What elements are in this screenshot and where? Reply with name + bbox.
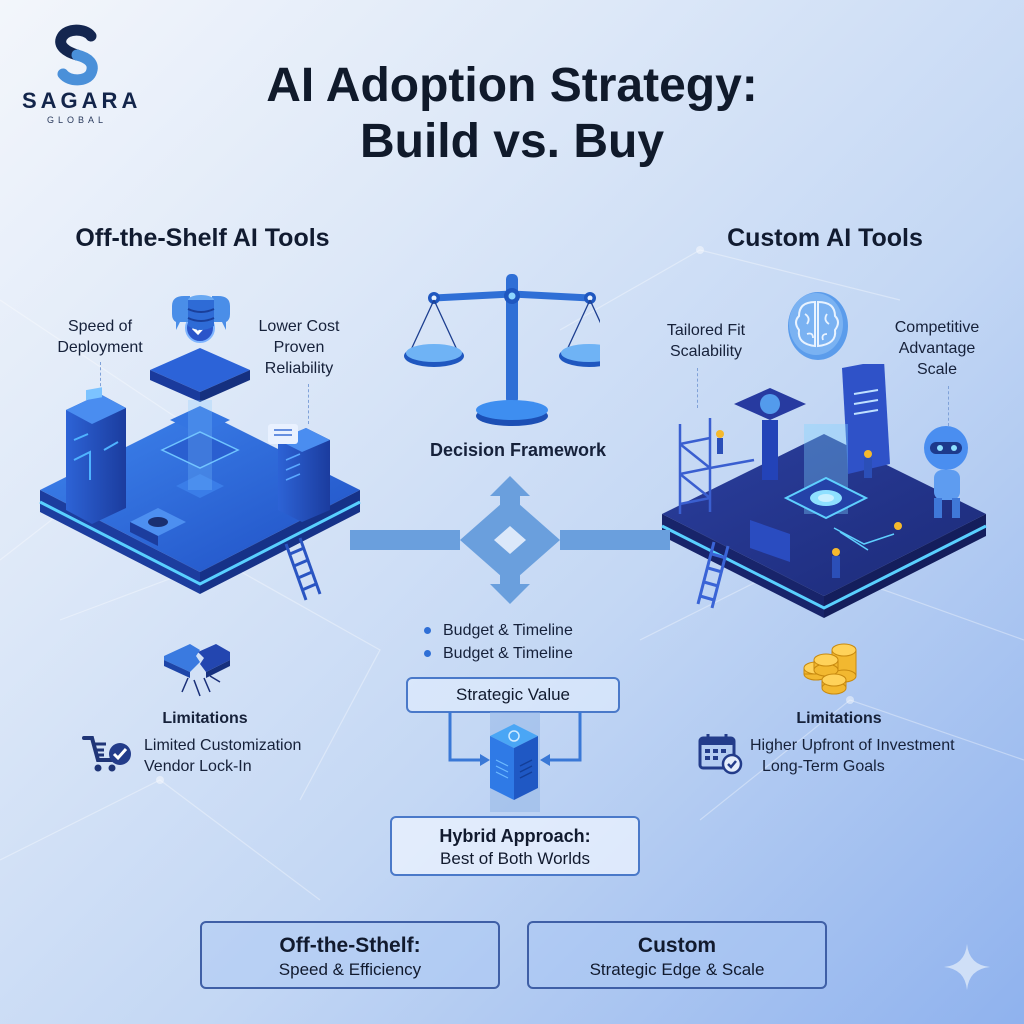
criteria-item: Budget & Timeline	[424, 643, 624, 664]
brain-icon	[788, 292, 848, 360]
criteria-text: Budget & Timeline	[443, 645, 573, 662]
sparkle-icon	[944, 944, 990, 990]
right-limitations-list: Higher Upfront of Investment Long-Term G…	[750, 735, 990, 777]
database-chat-icon	[172, 295, 230, 330]
left-limitations-list: Limited Customization Vendor Lock-In	[144, 735, 344, 777]
limitation-item: Vendor Lock-In	[144, 758, 252, 775]
benefit-line: Competitive	[894, 319, 980, 336]
page-title: AI Adoption Strategy: Build vs. Buy	[180, 58, 844, 170]
brand-subtitle: GLOBAL	[46, 115, 108, 125]
brand-logo: SAGARA GLOBAL	[22, 22, 142, 125]
limitation-item: Limited Customization	[144, 737, 302, 754]
title-line-1: AI Adoption Strategy:	[266, 59, 758, 112]
summary-title: Custom	[637, 934, 717, 957]
broken-puzzle-icon	[164, 644, 230, 697]
decision-framework-label: Decision Framework	[429, 440, 607, 460]
hybrid-approach-box: Hybrid Approach: Best of Both Worlds	[390, 816, 640, 876]
hybrid-subtitle: Best of Both Worlds	[440, 849, 590, 868]
bullet-icon	[424, 627, 431, 635]
benefit-line: Lower Cost	[258, 318, 340, 335]
right-section-title: Custom AI Tools	[727, 224, 923, 252]
sagara-s-logo-icon	[55, 24, 98, 86]
isometric-platform-construction-robot-icon	[661, 364, 987, 618]
benefit-line: Reliability	[264, 360, 334, 377]
left-limitations-heading: Limitations	[162, 710, 248, 727]
summary-subtitle: Speed & Efficiency	[278, 960, 422, 979]
criteria-item: Budget & Timeline	[424, 620, 624, 641]
strategic-value-label: Strategic Value	[455, 685, 571, 704]
strategic-value-box: Strategic Value	[406, 677, 620, 713]
hybrid-title: Hybrid Approach:	[439, 826, 591, 846]
summary-subtitle: Strategic Edge & Scale	[589, 960, 765, 979]
criteria-list: Budget & Timeline Budget & Timeline	[424, 620, 624, 664]
calendar-check-icon	[698, 734, 743, 775]
gold-coins-icon	[803, 643, 857, 695]
left-benefit-speed: Speed of Deployment	[30, 316, 170, 358]
benefit-line: Speed of	[67, 318, 133, 335]
server-cube-icon	[490, 724, 538, 800]
balance-scale-icon	[404, 274, 600, 426]
title-line-2: Build vs. Buy	[359, 115, 665, 168]
right-benefit-tailored: Tailored Fit Scalability	[646, 320, 766, 362]
benefit-line: Advantage	[898, 340, 976, 357]
isometric-platform-servers-icon	[39, 313, 361, 601]
criteria-text: Budget & Timeline	[443, 622, 573, 639]
right-benefit-competitive: Competitive Advantage Scale	[870, 317, 1004, 380]
limitation-item: Higher Upfront of Investment	[750, 737, 955, 754]
left-benefit-cost: Lower Cost Proven Reliability	[236, 316, 362, 379]
four-way-arrow-connector-icon	[350, 476, 670, 604]
left-section-title: Off-the-Shelf AI Tools	[75, 224, 330, 252]
benefit-line: Scalability	[669, 343, 743, 360]
benefit-line: Proven	[273, 339, 325, 356]
shopping-cart-check-icon	[82, 736, 131, 772]
summary-title: Off-the-Sthelf:	[279, 934, 421, 957]
benefit-line: Deployment	[57, 339, 143, 356]
limitation-item: Long-Term Goals	[762, 758, 885, 775]
bullet-icon	[424, 650, 431, 658]
right-limitations-heading: Limitations	[796, 710, 882, 727]
summary-box-off-the-shelf: Off-the-Sthelf: Speed & Efficiency	[200, 921, 500, 989]
benefit-line: Tailored Fit	[666, 322, 746, 339]
summary-box-custom: Custom Strategic Edge & Scale	[527, 921, 827, 989]
benefit-line: Scale	[916, 361, 958, 378]
brand-name: SAGARA	[22, 88, 142, 113]
